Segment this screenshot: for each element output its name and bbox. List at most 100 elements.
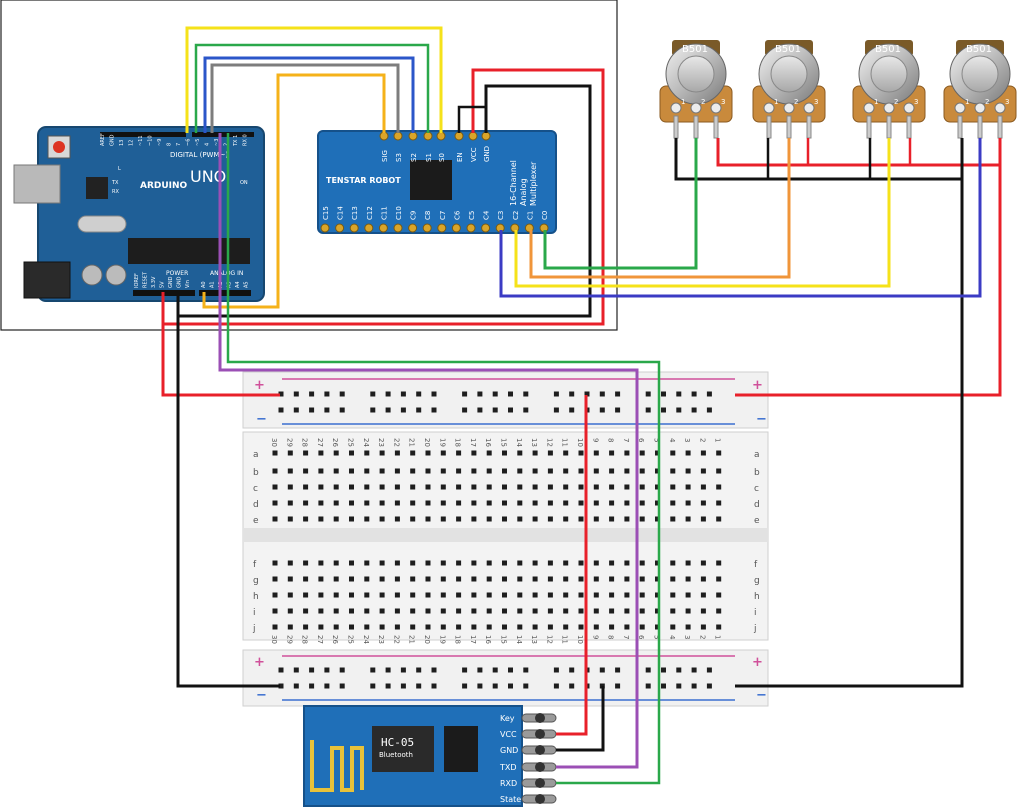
terminal-hole[interactable] <box>456 608 462 614</box>
rail-hole[interactable] <box>508 407 513 413</box>
rail-hole[interactable] <box>676 683 682 689</box>
rail-hole[interactable] <box>278 391 284 397</box>
terminal-hole[interactable] <box>655 450 660 456</box>
rail-hole[interactable] <box>370 407 376 413</box>
terminal-hole[interactable] <box>486 450 492 456</box>
terminal-hole[interactable] <box>685 516 691 522</box>
terminal-hole[interactable] <box>655 516 660 522</box>
terminal-hole[interactable] <box>593 500 599 506</box>
terminal-hole[interactable] <box>593 576 599 582</box>
terminal-hole[interactable] <box>349 450 354 456</box>
terminal-hole[interactable] <box>563 608 569 614</box>
rail-hole[interactable] <box>477 407 483 413</box>
terminal-hole[interactable] <box>303 450 309 456</box>
terminal-hole[interactable] <box>624 576 630 582</box>
terminal-hole[interactable] <box>563 576 569 582</box>
terminal-hole[interactable] <box>685 624 691 630</box>
rail-hole[interactable] <box>370 683 376 689</box>
rail-hole[interactable] <box>676 407 682 413</box>
terminal-hole[interactable] <box>532 624 538 630</box>
terminal-hole[interactable] <box>502 450 507 456</box>
terminal-hole[interactable] <box>486 592 492 598</box>
terminal-hole[interactable] <box>655 560 660 566</box>
terminal-hole[interactable] <box>394 624 400 630</box>
terminal-hole[interactable] <box>486 484 492 490</box>
terminal-hole[interactable] <box>364 500 370 506</box>
terminal-hole[interactable] <box>379 592 385 598</box>
terminal-hole[interactable] <box>333 450 339 456</box>
terminal-hole[interactable] <box>532 468 538 474</box>
terminal-hole[interactable] <box>410 624 416 630</box>
terminal-hole[interactable] <box>425 576 431 582</box>
rail-hole[interactable] <box>324 391 330 397</box>
rail-hole[interactable] <box>400 667 406 673</box>
rail-hole[interactable] <box>477 391 483 397</box>
rail-hole[interactable] <box>278 667 284 673</box>
terminal-hole[interactable] <box>624 484 630 490</box>
terminal-hole[interactable] <box>547 516 553 522</box>
terminal-hole[interactable] <box>410 450 416 456</box>
terminal-hole[interactable] <box>394 516 400 522</box>
terminal-hole[interactable] <box>364 484 370 490</box>
rail-hole[interactable] <box>615 391 621 397</box>
terminal-hole[interactable] <box>700 516 706 522</box>
terminal-hole[interactable] <box>670 592 676 598</box>
terminal-hole[interactable] <box>456 500 462 506</box>
terminal-hole[interactable] <box>486 500 492 506</box>
terminal-hole[interactable] <box>379 624 385 630</box>
terminal-hole[interactable] <box>700 560 706 566</box>
terminal-hole[interactable] <box>425 500 431 506</box>
terminal-hole[interactable] <box>639 576 645 582</box>
terminal-hole[interactable] <box>609 500 615 506</box>
rail-hole[interactable] <box>523 667 529 673</box>
terminal-hole[interactable] <box>670 468 676 474</box>
rail-hole[interactable] <box>431 407 437 413</box>
rail-hole[interactable] <box>309 391 315 397</box>
terminal-hole[interactable] <box>685 576 691 582</box>
terminal-hole[interactable] <box>716 450 722 456</box>
terminal-hole[interactable] <box>287 468 293 474</box>
terminal-hole[interactable] <box>471 500 477 506</box>
terminal-hole[interactable] <box>532 560 538 566</box>
terminal-hole[interactable] <box>287 624 293 630</box>
terminal-hole[interactable] <box>547 608 553 614</box>
terminal-hole[interactable] <box>532 516 538 522</box>
terminal-hole[interactable] <box>471 450 477 456</box>
rail-hole[interactable] <box>508 667 513 673</box>
rail-hole[interactable] <box>691 667 697 673</box>
terminal-hole[interactable] <box>287 516 293 522</box>
rail-hole[interactable] <box>645 407 651 413</box>
rail-hole[interactable] <box>339 407 345 413</box>
terminal-hole[interactable] <box>272 592 278 598</box>
terminal-hole[interactable] <box>379 576 385 582</box>
terminal-hole[interactable] <box>624 608 630 614</box>
terminal-hole[interactable] <box>502 468 507 474</box>
terminal-hole[interactable] <box>333 624 339 630</box>
terminal-hole[interactable] <box>700 450 706 456</box>
terminal-hole[interactable] <box>593 450 599 456</box>
terminal-hole[interactable] <box>563 516 569 522</box>
terminal-hole[interactable] <box>379 484 385 490</box>
terminal-hole[interactable] <box>716 484 722 490</box>
terminal-hole[interactable] <box>578 516 584 522</box>
terminal-hole[interactable] <box>609 576 615 582</box>
terminal-hole[interactable] <box>578 560 584 566</box>
rail-hole[interactable] <box>569 683 575 689</box>
rail-hole[interactable] <box>416 407 422 413</box>
rail-hole[interactable] <box>553 683 559 689</box>
terminal-hole[interactable] <box>639 484 645 490</box>
terminal-hole[interactable] <box>364 624 370 630</box>
terminal-hole[interactable] <box>700 592 706 598</box>
rail-hole[interactable] <box>691 391 697 397</box>
terminal-hole[interactable] <box>318 624 324 630</box>
terminal-hole[interactable] <box>578 468 584 474</box>
terminal-hole[interactable] <box>716 608 722 614</box>
terminal-hole[interactable] <box>471 468 477 474</box>
terminal-hole[interactable] <box>624 516 630 522</box>
terminal-hole[interactable] <box>272 450 278 456</box>
terminal-hole[interactable] <box>532 484 538 490</box>
terminal-hole[interactable] <box>456 484 462 490</box>
terminal-hole[interactable] <box>364 560 370 566</box>
terminal-hole[interactable] <box>272 516 278 522</box>
